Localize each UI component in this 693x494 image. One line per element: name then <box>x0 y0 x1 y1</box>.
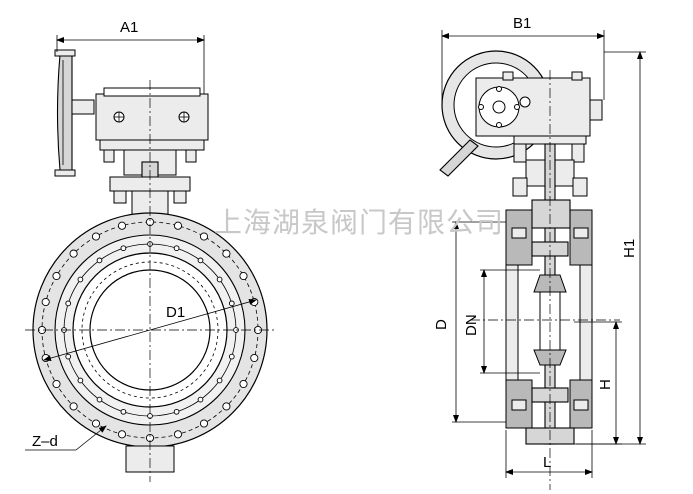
zd-leader-line <box>75 425 107 451</box>
bolt-hole <box>117 221 127 230</box>
dn-label: DN <box>463 314 480 336</box>
inner-bolt-hole <box>77 377 84 384</box>
bolt-hole <box>250 353 259 363</box>
inner-bolt-hole <box>120 408 127 415</box>
bolt-hole <box>199 419 209 428</box>
bolt-hole <box>239 271 248 281</box>
bolt-hole <box>117 430 127 439</box>
b1-label: B1 <box>513 15 531 32</box>
bolt-hole <box>69 249 78 258</box>
d1-label: D1 <box>166 304 185 321</box>
inner-bolt-hole <box>228 300 235 307</box>
a1-label: A1 <box>120 19 138 36</box>
inner-bolt-hole <box>173 245 180 252</box>
company-watermark: 上海湖泉阀门有限公司 <box>214 206 504 239</box>
bolt-hole <box>52 379 61 389</box>
inner-bolt-hole <box>120 245 127 252</box>
inner-bolt-hole <box>228 353 235 360</box>
inner-bolt-hole <box>197 257 204 264</box>
bolt-hole <box>222 249 231 258</box>
inner-bolt-hole <box>96 257 103 264</box>
bolt-hole <box>41 353 50 363</box>
inner-bolt-hole <box>77 276 84 283</box>
bolt-hole <box>41 297 50 307</box>
handwheel <box>54 49 95 177</box>
d1-dimension-line <box>43 299 257 361</box>
bolt-hole <box>250 297 259 307</box>
bolt-hole <box>69 402 78 411</box>
bolt-hole <box>91 232 101 241</box>
gearbox <box>95 87 209 163</box>
inner-bolt-hole <box>216 276 223 283</box>
inner-bolt-hole <box>65 353 72 360</box>
inner-bolt-hole <box>216 377 223 384</box>
bolt-hole <box>91 419 101 428</box>
inner-bolt-hole <box>96 396 103 403</box>
bolt-hole <box>173 221 183 230</box>
zd-label: Z–d <box>32 433 58 450</box>
inner-bolt-hole <box>197 396 204 403</box>
front-view: D1 A1 Z–d <box>25 19 275 482</box>
bolt-hole <box>199 232 209 241</box>
bolt-hole <box>52 271 61 281</box>
d-label: D <box>433 319 450 330</box>
bolt-hole <box>173 430 183 439</box>
inner-bolt-hole <box>65 300 72 307</box>
bolt-hole <box>239 379 248 389</box>
h1-label: H1 <box>621 239 638 258</box>
bolt-holes-inner <box>61 241 239 419</box>
h-label: H <box>597 379 614 390</box>
bolt-hole <box>222 402 231 411</box>
inner-bolt-hole <box>173 408 180 415</box>
l-label: L <box>543 454 551 471</box>
side-view: B1 D DN H H1 L <box>433 15 646 490</box>
gearbox-side <box>475 71 603 137</box>
